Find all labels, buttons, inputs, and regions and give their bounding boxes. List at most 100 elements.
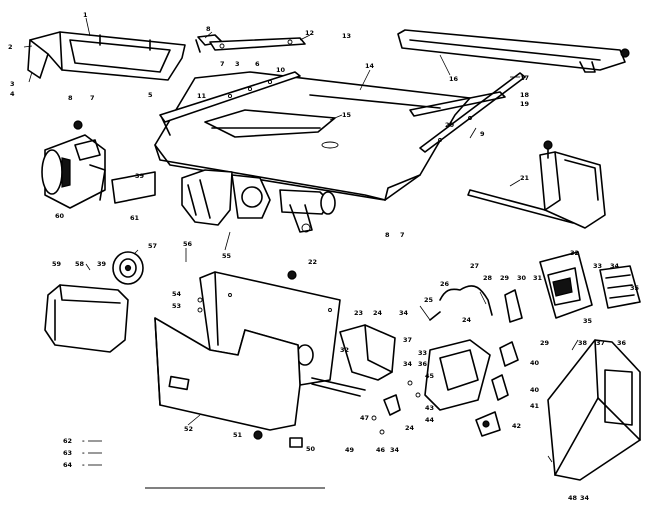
callout-47: 47 xyxy=(360,414,369,422)
callout-43: 43 xyxy=(425,404,434,412)
switch-plate xyxy=(539,251,593,319)
callout-33-b: 33 xyxy=(418,349,427,357)
callout-34-c: 34 xyxy=(399,309,409,317)
pulley xyxy=(112,251,144,285)
callout-36-b: 36 xyxy=(418,360,428,368)
legend-63-mark: - xyxy=(82,449,85,457)
callout-38: 38 xyxy=(578,339,588,347)
callout-10: 10 xyxy=(276,66,286,74)
cabinet-side-panel xyxy=(154,317,301,431)
miter-gauge xyxy=(467,140,606,229)
callout-40-b: 40 xyxy=(530,359,540,367)
callout-1: 1 xyxy=(83,11,88,19)
callout-8: 8 xyxy=(206,25,211,33)
callout-25: 25 xyxy=(424,296,434,304)
callout-27: 27 xyxy=(470,262,479,270)
switch-small-parts xyxy=(371,341,519,435)
callout-28: 28 xyxy=(483,274,493,282)
callout-50: 50 xyxy=(306,445,316,453)
legend-64: 64 xyxy=(63,461,73,469)
callout-24-c: 24 xyxy=(462,316,472,324)
callout-31: 31 xyxy=(533,274,543,282)
callout-52: 52 xyxy=(184,425,193,433)
callout-18: 18 xyxy=(520,91,530,99)
callout-19: 19 xyxy=(520,100,530,108)
callout-22: 22 xyxy=(308,258,317,266)
callout-14: 14 xyxy=(365,62,375,70)
callout-7-low: 7 xyxy=(400,231,405,239)
callout-51: 51 xyxy=(233,431,243,439)
label-plate xyxy=(599,265,641,309)
callout-8-mid: 8 xyxy=(68,94,73,102)
switch-bracket xyxy=(311,324,396,397)
table-top xyxy=(154,71,471,201)
callout-33: 33 xyxy=(593,262,602,270)
callout-54: 54 xyxy=(172,290,182,298)
callout-32: 32 xyxy=(570,249,579,257)
callout-3: 3 xyxy=(10,80,15,88)
callout-7-mid: 7 xyxy=(90,94,95,102)
front-rail xyxy=(209,37,306,51)
callout-34-e: 34 xyxy=(580,494,590,502)
callout-36: 36 xyxy=(617,339,627,347)
leader-lines xyxy=(23,17,579,463)
callout-37-b: 37 xyxy=(403,336,412,344)
callout-34: 34 xyxy=(610,262,620,270)
callout-41: 41 xyxy=(530,402,540,410)
callout-6: 6 xyxy=(255,60,260,68)
cabinet-hardware xyxy=(197,270,303,448)
callout-3-top: 3 xyxy=(235,60,240,68)
callout-53: 53 xyxy=(172,302,181,310)
motor-housing-shroud xyxy=(547,339,641,481)
callout-59: 59 xyxy=(52,260,62,268)
callout-17: 17 xyxy=(520,74,529,82)
callout-9: 9 xyxy=(480,130,485,138)
callout-23: 23 xyxy=(354,309,363,317)
callout-35-b: 35 xyxy=(583,317,593,325)
legend-64-mark: - xyxy=(82,461,85,469)
power-cord xyxy=(429,285,493,321)
legend-63: 63 xyxy=(63,449,72,457)
callout-29-b: 29 xyxy=(540,339,550,347)
rear-rail xyxy=(397,29,630,73)
callout-60: 60 xyxy=(55,212,65,220)
switch-box xyxy=(424,339,491,411)
callout-56: 56 xyxy=(183,240,193,248)
callout-45: 45 xyxy=(425,372,435,380)
callout-29: 29 xyxy=(500,274,510,282)
callout-4: 4 xyxy=(10,90,15,98)
callout-42: 42 xyxy=(512,422,521,430)
callout-5: 5 xyxy=(148,91,153,99)
callout-30: 30 xyxy=(517,274,527,282)
trunnion-assembly xyxy=(181,169,336,233)
callout-39-b: 39 xyxy=(97,260,107,268)
callout-58: 58 xyxy=(75,260,85,268)
callout-7-top: 7 xyxy=(220,60,225,68)
callout-labels: 1 2 3 4 8 12 13 16 17 18 19 7 3 10 14 5 … xyxy=(8,11,640,502)
blade-guard xyxy=(27,31,186,81)
callout-12: 12 xyxy=(305,29,314,37)
callout-55: 55 xyxy=(222,252,232,260)
legend-62: 62 xyxy=(63,437,72,445)
callout-20: 20 xyxy=(445,121,455,129)
callout-8-low: 8 xyxy=(385,231,390,239)
callout-37: 37 xyxy=(596,339,605,347)
callout-15: 15 xyxy=(342,111,352,119)
table-extension-left xyxy=(159,71,301,136)
callout-11: 11 xyxy=(197,92,207,100)
callout-39: 39 xyxy=(135,172,145,180)
motor-cover-plate xyxy=(111,171,156,204)
callout-44: 44 xyxy=(425,416,435,424)
motor-end-cover xyxy=(44,284,129,353)
callout-46: 46 xyxy=(376,446,386,454)
legend-62-mark: - xyxy=(82,437,85,445)
callout-34-d: 34 xyxy=(403,360,413,368)
callout-32-b: 32 xyxy=(340,346,349,354)
callout-35: 35 xyxy=(630,284,640,292)
callout-16: 16 xyxy=(449,75,459,83)
callout-24-b: 24 xyxy=(405,424,415,432)
callout-34-b: 34 xyxy=(390,446,400,454)
callout-61: 61 xyxy=(130,214,140,222)
callout-21: 21 xyxy=(520,174,530,182)
